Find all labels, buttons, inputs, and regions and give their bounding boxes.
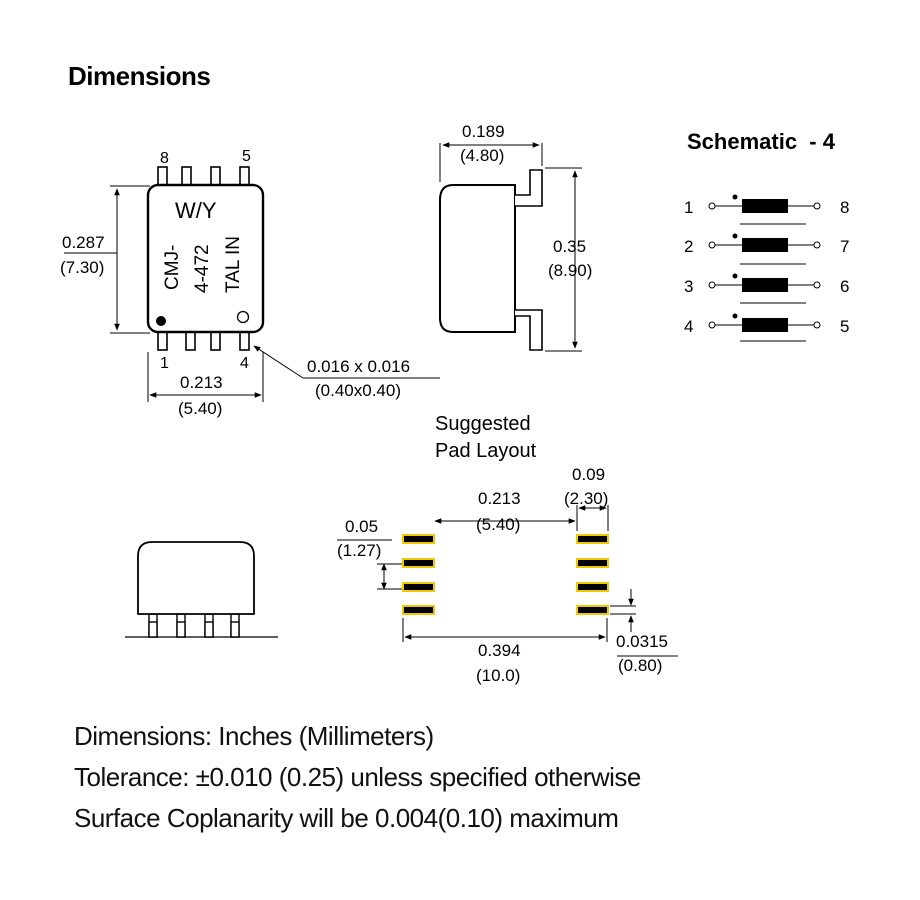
logo-text: W/Y: [175, 198, 217, 223]
side-view-body: [439, 184, 516, 333]
schematic-pin-8: 8: [840, 198, 849, 217]
schematic: Schematic - 4 1 8 2 7: [684, 129, 849, 342]
width-mm-label: (5.40): [178, 399, 222, 418]
schematic-winding-3: 3 6: [684, 273, 849, 296]
schematic-winding-1: 1 8: [684, 194, 849, 217]
pad-left-3: [402, 582, 435, 592]
package-front-view: [125, 541, 278, 638]
marking-line-1: CMJ-: [162, 245, 183, 290]
pad-right-2: [576, 558, 609, 568]
pad-width-in-label: 0.09: [572, 465, 605, 484]
schematic-winding-4: 4 5: [684, 313, 849, 336]
pad-layout: Suggested Pad Layout 0.09 (2.30) 0.213 (…: [337, 413, 678, 685]
schematic-pin-7: 7: [840, 237, 849, 256]
span-mm-label: (8.90): [548, 261, 592, 280]
marking-line-2: 4-472: [192, 244, 213, 293]
pin-5-label: 5: [242, 148, 251, 165]
pin-1-label: 1: [160, 355, 169, 372]
pad-width-mm-label: (2.30): [564, 489, 608, 508]
page-title: Dimensions: [68, 61, 210, 91]
pad-right-4: [576, 605, 609, 615]
orientation-hole: [236, 310, 250, 324]
overall-mm-label: (10.0): [476, 666, 520, 685]
schematic-pin-5: 5: [840, 317, 849, 336]
pad-right-3: [576, 582, 609, 592]
note-coplanarity: Surface Coplanarity will be 0.004(0.10) …: [74, 803, 619, 833]
marking-line-3: TAL IN: [223, 236, 244, 293]
side-view: 0.189 (4.80) 0.35 (8.90): [439, 122, 592, 352]
package-body: [137, 541, 255, 615]
pitch-mm-label: (1.27): [337, 541, 381, 560]
overall-in-label: 0.394: [478, 641, 521, 660]
schematic-pin-4: 4: [684, 317, 693, 336]
schematic-winding-2: 2 7: [684, 233, 849, 256]
pad-right-1: [576, 534, 609, 544]
schematic-title: Schematic - 4: [687, 129, 836, 154]
depth-mm-label: (4.80): [460, 146, 504, 165]
notes: Dimensions: Inches (Millimeters) Toleran…: [74, 716, 641, 839]
pad-left-4: [402, 605, 435, 615]
top-view: 8 5 1 4 W/Y CMJ- 4-472 TAL IN 0.287 (7.3…: [60, 148, 440, 418]
pin-4-label: 4: [240, 355, 249, 372]
note-tolerance: Tolerance: ±0.010 (0.25) unless specifie…: [74, 762, 641, 792]
pad-layout-title-1: Suggested: [435, 413, 531, 435]
schematic-pin-6: 6: [840, 277, 849, 296]
top-view-body: [146, 183, 265, 334]
pitch-in-label: 0.05: [345, 517, 378, 536]
pad-layout-title-2: Pad Layout: [435, 440, 537, 462]
depth-in-label: 0.189: [462, 122, 505, 141]
pin-8-label: 8: [160, 150, 169, 167]
span-in-label: 0.35: [553, 237, 586, 256]
height-mm-label: (7.30): [60, 258, 104, 277]
schematic-pin-1: 1: [684, 198, 693, 217]
width-in-label: 0.213: [180, 373, 223, 392]
pad-group: [402, 534, 609, 615]
row-gap-mm-label: (5.40): [476, 515, 520, 534]
pad-left-1: [402, 534, 435, 544]
pad-height-mm-label: (0.80): [618, 656, 662, 675]
pin-size-in-label: 0.016 x 0.016: [307, 357, 410, 376]
schematic-pin-3: 3: [684, 277, 693, 296]
schematic-pin-2: 2: [684, 237, 693, 256]
pin-1-dot: [156, 316, 166, 326]
pad-left-2: [402, 558, 435, 568]
row-gap-in-label: 0.213: [478, 489, 521, 508]
pin-size-mm-label: (0.40x0.40): [315, 381, 401, 400]
pad-height-in-label: 0.0315: [616, 632, 668, 651]
height-in-label: 0.287: [62, 233, 105, 252]
note-units: Dimensions: Inches (Millimeters): [74, 721, 434, 751]
